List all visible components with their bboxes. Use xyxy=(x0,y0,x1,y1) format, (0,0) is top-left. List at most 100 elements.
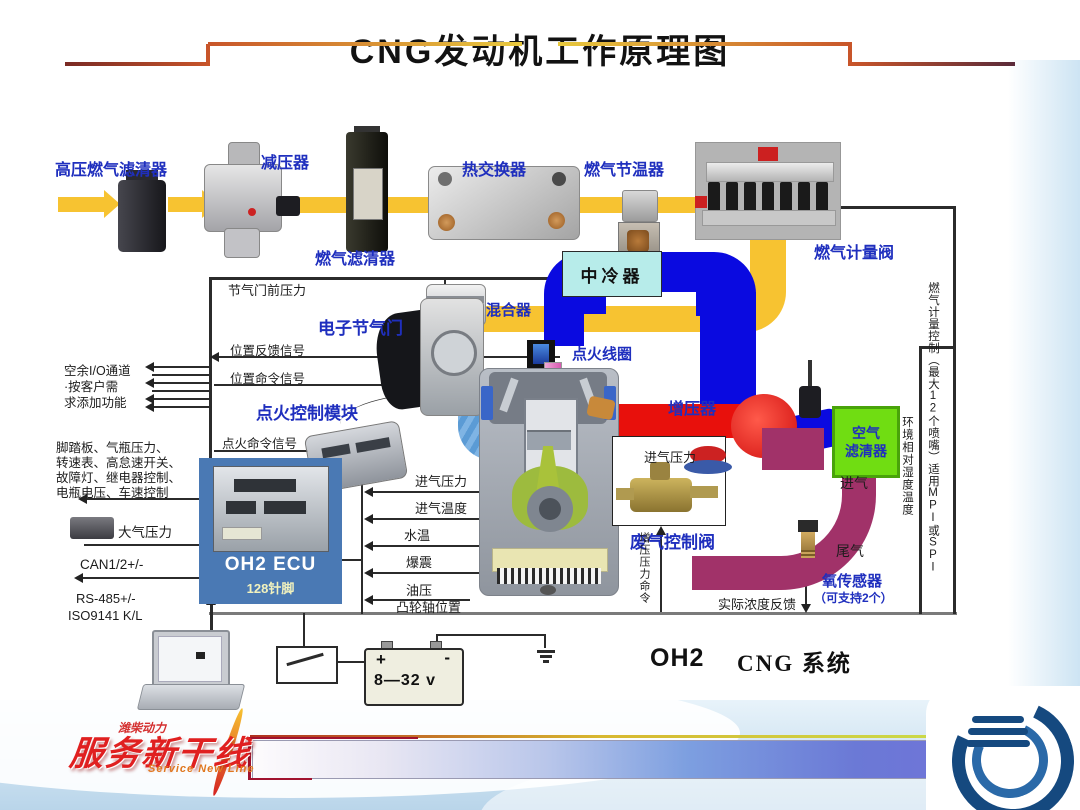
title-deco-right-rise xyxy=(848,44,852,66)
thermostat-photo xyxy=(627,230,649,252)
company-logo-stripe xyxy=(968,728,1028,735)
engine-crank-pin xyxy=(539,498,561,520)
frame-right-line xyxy=(953,206,956,614)
arrow-icon xyxy=(364,487,373,497)
label-pos-command: 位置命令信号 xyxy=(230,372,306,386)
arrow-icon xyxy=(364,595,373,605)
logo-card xyxy=(926,686,1080,810)
actuator-disc xyxy=(684,460,732,474)
signal-line xyxy=(372,545,500,547)
label-o2-note: （可支持2个） xyxy=(814,591,893,605)
signal-line xyxy=(210,602,213,640)
signal-line xyxy=(152,374,210,376)
frame-right-top xyxy=(836,206,955,209)
label-gas-filter: 燃气滤清器 xyxy=(315,251,396,268)
signal-line xyxy=(152,382,210,384)
gas-pipe-arrowhead xyxy=(104,190,120,218)
regulator-knob xyxy=(276,196,300,216)
gas-pipe-arrow xyxy=(168,197,202,212)
label-vehicle-inputs: 电瓶电压、车速控制 xyxy=(56,486,169,500)
ecu-box: OH2 ECU 128针脚 xyxy=(199,458,342,604)
label-water-temp: 水温 xyxy=(404,528,431,543)
battery-plus: + xyxy=(376,650,386,669)
label-metering-valve: 燃气计量阀 xyxy=(814,245,895,262)
signal-line xyxy=(84,544,204,546)
company-logo-stripe xyxy=(966,740,1030,747)
label-intake-temp: 进气温度 xyxy=(415,501,468,516)
title-deco-left-low xyxy=(65,62,210,66)
gas-filter-label xyxy=(353,168,383,220)
metering-valve-injector xyxy=(798,182,810,212)
arrow-icon xyxy=(364,568,373,578)
ecu-photo xyxy=(213,466,329,552)
footer-bar xyxy=(252,740,954,779)
label-can: CAN1/2+/- xyxy=(80,557,144,572)
right-edge-tint xyxy=(1008,60,1080,710)
metering-valve-detail xyxy=(702,210,836,226)
company-logo-stripe xyxy=(972,716,1024,723)
signal-line xyxy=(372,572,544,574)
air-filter-label: 空气 xyxy=(852,424,880,441)
heat-exchanger-port xyxy=(548,212,565,229)
label-spare-io: 空余I/O通道 xyxy=(64,364,131,378)
battery-wire xyxy=(303,613,305,647)
laptop-display xyxy=(158,636,222,682)
label-oil-pressure: 油压 xyxy=(406,583,433,598)
metering-valve-detail xyxy=(706,162,834,182)
footer-red-frame xyxy=(248,737,418,739)
title-deco-left-high xyxy=(208,42,522,46)
label-rs485: RS-485+/- xyxy=(76,591,136,606)
label-regulator: 减压器 xyxy=(261,155,310,172)
battery-wire xyxy=(436,634,546,636)
frame-inner-top xyxy=(919,346,955,349)
engine-piston xyxy=(527,430,571,450)
ground-icon xyxy=(543,660,549,663)
label-ignition-module: 点火控制模块 xyxy=(256,404,358,423)
label-spare-io: ·按客户需 xyxy=(64,380,119,394)
caption-cng: CNG 系统 xyxy=(737,651,852,676)
intercooler-box: 中冷器 xyxy=(562,251,662,297)
metering-valve-injector xyxy=(816,182,828,212)
note-metering: 燃气计量控制（最大12个喷嘴）适用MPI或SPI xyxy=(927,282,939,574)
regulator-photo xyxy=(204,164,282,232)
label-iso9141: ISO9141 K/L xyxy=(68,608,143,623)
signal-line xyxy=(214,450,322,452)
label-pre-throttle-pressure: 节气门前压力 xyxy=(228,283,307,298)
label-boost-cmd: 增压压力命令 xyxy=(638,532,650,604)
label-ignition-coil: 点火线圈 xyxy=(572,346,633,363)
gas-pipe-arrow xyxy=(58,197,104,212)
signal-line xyxy=(152,390,210,392)
ground-icon xyxy=(540,655,552,658)
intake-sensor xyxy=(799,386,821,418)
label-spare-io: 求添加功能 xyxy=(64,396,127,410)
arrow-icon xyxy=(78,494,87,504)
air-filter-label: 滤清器 xyxy=(845,443,887,459)
arrow-icon xyxy=(364,514,373,524)
signal-line xyxy=(805,568,807,608)
metering-valve-injector xyxy=(762,182,774,212)
label-intake-pressure: 进气压力 xyxy=(415,474,468,489)
laptop-base xyxy=(136,684,246,710)
title-deco-right-high xyxy=(558,42,852,46)
label-intake-air: 进气 xyxy=(840,475,868,491)
o2-sensor-thread xyxy=(801,550,815,558)
metering-valve-injector xyxy=(744,182,756,212)
o2-sensor-photo xyxy=(798,520,818,532)
label-vehicle-inputs: 故障灯、继电器控制、 xyxy=(56,471,182,485)
frame-inner-right xyxy=(919,346,922,614)
battery-minus: - xyxy=(444,648,450,667)
frame-bottom-line xyxy=(209,612,957,615)
ecu-pins: 128针脚 xyxy=(246,581,295,596)
label-atm-pressure: 大气压力 xyxy=(118,525,172,540)
signal-line xyxy=(82,577,204,579)
label-knock: 爆震 xyxy=(406,555,433,570)
label-heat-exchanger: 热交换器 xyxy=(462,162,527,179)
battery-wire xyxy=(334,661,386,663)
signal-line xyxy=(372,491,540,493)
arrow-icon xyxy=(145,402,154,412)
frame-top-line xyxy=(210,277,558,280)
signal-line xyxy=(152,366,210,368)
atm-sensor-icon xyxy=(70,517,114,539)
label-o2-sensor: 氧传感器 xyxy=(822,573,883,590)
waste-valve-brass-body xyxy=(630,478,692,512)
